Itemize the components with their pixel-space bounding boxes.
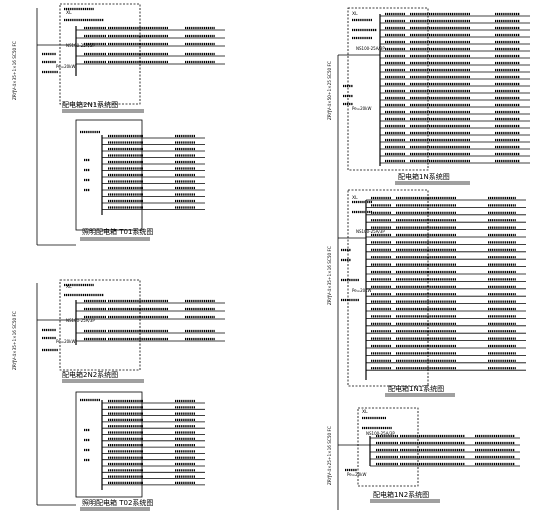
panel-2n2-box (59, 279, 141, 371)
rating-2n2: Pe=20kW (56, 339, 75, 344)
panel-t01-box (75, 119, 143, 231)
panel-1n-box (347, 7, 429, 171)
panel-title-1n2: 配电箱1N2系统图 (373, 490, 429, 499)
panel-t02-box (75, 391, 143, 498)
panel-title-2n2: 配电箱2N2系统图 (62, 370, 118, 379)
feeder-label-2n2: ZRYJV-4×35+1×16 SC50 FC (12, 311, 17, 370)
panel-title-1n1: 配电箱1N1系统图 (388, 384, 444, 393)
rating-1n1: Pe=20kW (352, 288, 371, 293)
panel-2n1-box (59, 3, 141, 105)
feeder-label-1n: ZRYJV-4×50+1×25 SC50 FC (327, 61, 332, 120)
breaker-2n1: NS100-25A/3P (66, 43, 95, 48)
rating-1n2: Pe=20kW (347, 472, 366, 477)
box-code-2n2: XL (66, 284, 72, 290)
rating-2n1: Pe=20kW (56, 64, 75, 69)
feeder-label-1n1: ZRYJV-4×35+1×16 SC50 FC (327, 246, 332, 305)
breaker-1n2: NS100-25A/3P (366, 431, 395, 436)
box-code-1n: XL (352, 11, 358, 17)
rating-1n: Pe=20kW (352, 106, 371, 111)
box-code-1n2: XL (362, 409, 368, 415)
breaker-2n2: NS100-25A/3P (66, 318, 95, 323)
panel-title-t01: 照明配电箱 T01系统图 (82, 227, 153, 236)
feeder-label-1n2: ZRYJV-4×25+1×16 SC50 FC (327, 426, 332, 485)
panel-title-1n: 配电箱1N系统图 (398, 172, 450, 181)
breaker-1n1: NS100-25A/3P (356, 229, 385, 234)
panel-title-t02: 照明配电箱 T02系统图 (82, 498, 153, 507)
panel-1n1-box (347, 189, 429, 387)
feeder-label-2n1: ZRYJV-4×35+1×16 SC50 FC (12, 41, 17, 100)
box-code-1n1: XL (352, 195, 358, 201)
panel-1n2-box (357, 407, 419, 487)
breaker-1n: NS100-25A/3P (356, 46, 385, 51)
box-code-2n1: XL (66, 10, 72, 16)
panel-title-2n1: 配电箱2N1系统图 (62, 100, 118, 109)
